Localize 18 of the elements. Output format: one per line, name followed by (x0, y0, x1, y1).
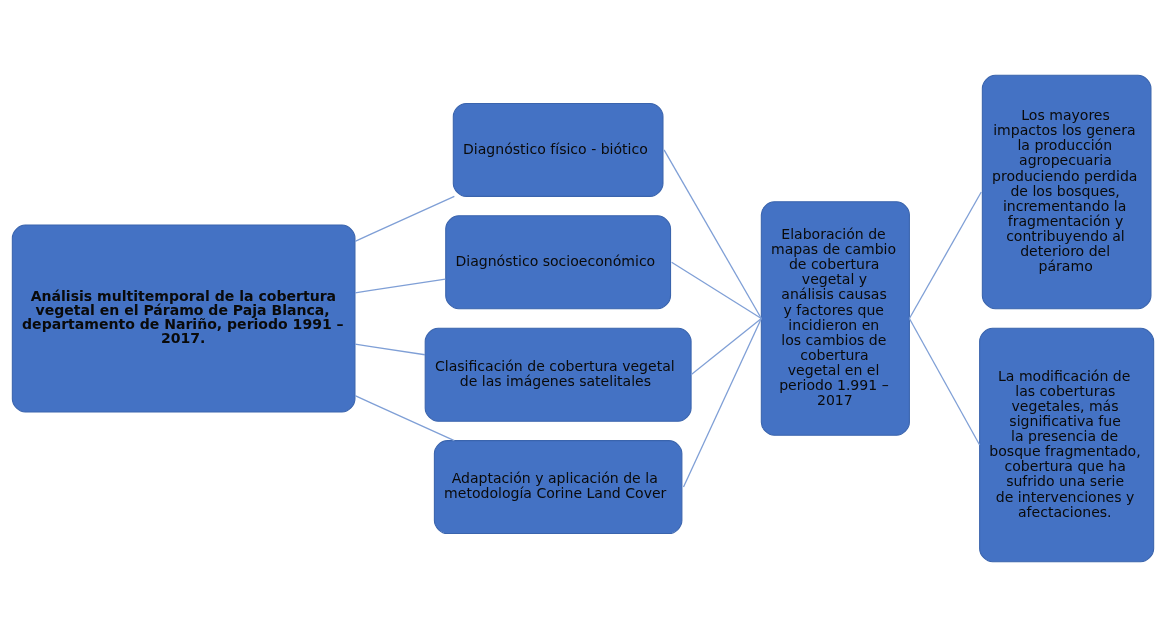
connector (670, 261, 762, 320)
connector (663, 149, 762, 320)
connector (354, 195, 455, 242)
node-box: Adaptación y aplicación de la metodología Corine Land Cover (433, 440, 683, 535)
node-box: Diagnóstico físico - biótico (452, 102, 664, 197)
connector (354, 395, 455, 442)
connector (354, 278, 447, 294)
node-box: Elaboración de mapas de cambio de cobertura vegetal y análisis causas y factores que incidieron en los cambios de cobertura vegetal en el periodo 1.991 – 2017 (760, 201, 910, 436)
connector (908, 317, 981, 446)
node-box: Clasificación de cobertura vegetal de las imágenes satelitales (424, 327, 692, 422)
node-box: La modificación de las coberturas vegetales, más significativa fue la presencia de bosque fragmentado, cobertura que ha sufrido una serie de intervenciones y afectaciones. (979, 327, 1155, 563)
node-box: Diagnóstico socioeconómico (445, 215, 672, 310)
node-box: Los mayores impactos los genera la producción agropecuaria produciendo perdida de los bosques, incrementando la fragmentación y contribuyendo al deterioro del páramo (981, 74, 1152, 310)
node-box: Análisis multitemporal de la cobertura vegetal en el Páramo de Paja Blanca, departamento de Nariño, periodo 1991 – 2017. (11, 224, 356, 413)
connector (690, 317, 762, 376)
connector (354, 343, 426, 356)
connector (682, 317, 762, 488)
connector (908, 191, 982, 320)
